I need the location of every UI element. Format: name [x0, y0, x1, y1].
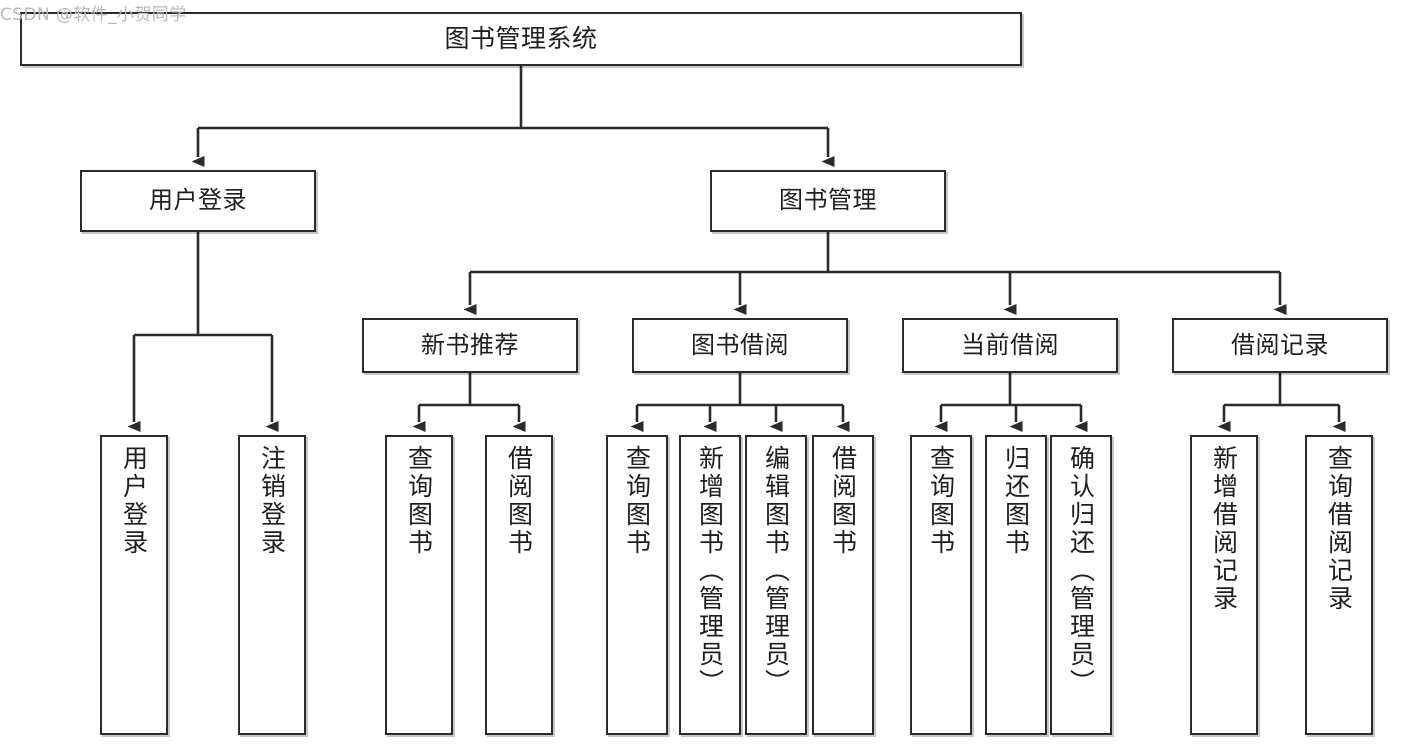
node-login[interactable]: 用户登录: [80, 170, 316, 232]
node-label: 新书推荐: [421, 330, 519, 359]
node-label: 查询借阅记录: [1324, 445, 1354, 613]
node-record[interactable]: 借阅记录: [1172, 318, 1388, 373]
node-leaf-login-1[interactable]: 用户登录: [100, 435, 168, 735]
node-label: 用户登录: [119, 445, 149, 557]
csdn-watermark: CSDN @软件_小贺同学: [0, 5, 187, 25]
node-label: 图书管理: [779, 186, 877, 215]
node-label: 查询图书: [622, 445, 652, 557]
node-label: 查询图书: [404, 445, 434, 557]
node-leaf-new-1[interactable]: 查询图书: [385, 435, 453, 735]
node-root[interactable]: 图书管理系统: [20, 12, 1022, 66]
node-current[interactable]: 当前借阅: [902, 318, 1118, 373]
node-label: 新增图书（管理员）: [695, 445, 725, 697]
node-leaf-cur-1[interactable]: 查询图书: [910, 435, 972, 735]
node-label: 图书管理系统: [444, 23, 598, 53]
node-borrow[interactable]: 图书借阅: [632, 318, 848, 373]
node-bookmgr[interactable]: 图书管理: [710, 170, 946, 232]
node-leaf-cur-2[interactable]: 归还图书: [985, 435, 1047, 735]
node-leaf-cur-3[interactable]: 确认归还（管理员）: [1050, 435, 1112, 735]
node-label: 确认归还（管理员）: [1066, 445, 1096, 697]
node-label: 借阅记录: [1231, 330, 1329, 359]
node-leaf-borrow-4[interactable]: 借阅图书: [812, 435, 874, 735]
node-label: 图书借阅: [691, 330, 789, 359]
node-leaf-borrow-1[interactable]: 查询图书: [606, 435, 668, 735]
node-label: 注销登录: [257, 445, 287, 557]
node-label: 借阅图书: [828, 445, 858, 557]
node-leaf-new-2[interactable]: 借阅图书: [485, 435, 553, 735]
node-newbook[interactable]: 新书推荐: [362, 318, 578, 373]
node-leaf-rec-1[interactable]: 新增借阅记录: [1190, 435, 1258, 735]
node-label: 当前借阅: [961, 330, 1059, 359]
node-label: 归还图书: [1001, 445, 1031, 557]
node-leaf-borrow-3[interactable]: 编辑图书（管理员）: [745, 435, 807, 735]
node-label: 用户登录: [149, 186, 247, 215]
node-leaf-borrow-2[interactable]: 新增图书（管理员）: [679, 435, 741, 735]
node-label: 查询图书: [926, 445, 956, 557]
node-leaf-rec-2[interactable]: 查询借阅记录: [1305, 435, 1373, 735]
node-label: 编辑图书（管理员）: [761, 445, 791, 697]
node-label: 借阅图书: [504, 445, 534, 557]
node-leaf-login-2[interactable]: 注销登录: [238, 435, 306, 735]
node-label: 新增借阅记录: [1209, 445, 1239, 613]
